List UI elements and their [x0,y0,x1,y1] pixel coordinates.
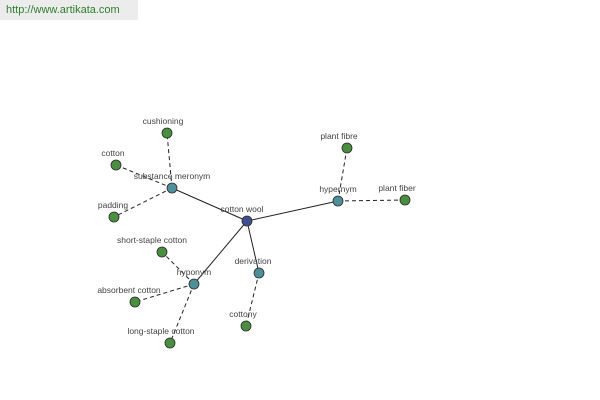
edge-hypernym-to-plant-fiber [337,199,406,202]
node-cotton-wool[interactable] [241,215,253,227]
edge-cotton-wool-to-hyponym [193,220,248,285]
node-label-padding[interactable]: padding [98,200,129,210]
edge-substance-meronym-to-cotton [115,164,173,189]
node-label-cotton-wool[interactable]: cotton wool [221,204,264,214]
node-label-absorbent-cotton[interactable]: absorbent cotton [97,285,161,295]
node-substance-meronym[interactable] [166,182,178,194]
edge-hyponym-to-long-staple-cotton [169,283,195,344]
node-label-cushioning[interactable]: cushioning [143,116,184,126]
node-label-hyponym[interactable]: hyponym [177,267,212,277]
node-label-long-staple-cotton[interactable]: long-staple cotton [127,326,194,336]
edge-cotton-wool-to-derivation [246,220,260,274]
node-cushioning[interactable] [161,127,173,139]
edge-substance-meronym-to-padding [113,187,173,218]
node-absorbent-cotton[interactable] [129,296,141,308]
edge-derivation-to-cottony [245,272,260,327]
node-label-hypernym[interactable]: hypernym [319,184,356,194]
node-label-plant-fiber[interactable]: plant fiber [378,183,415,193]
node-long-staple-cotton[interactable] [164,337,176,349]
node-label-cotton[interactable]: cotton [101,148,124,158]
node-label-short-staple-cotton[interactable]: short-staple cotton [117,235,187,245]
node-cotton[interactable] [110,159,122,171]
node-derivation[interactable] [253,267,265,279]
labels-layer: cotton wool substance meronym hypernym hypo… [97,116,415,336]
node-hypernym[interactable] [332,195,344,207]
node-plant-fibre[interactable] [341,142,353,154]
edge-substance-meronym-to-cushioning [166,132,173,189]
node-label-derivation[interactable]: derivation [235,256,272,266]
edge-hypernym-to-plant-fibre [337,147,348,202]
edge-hyponym-to-absorbent-cotton [134,283,195,303]
nodes-layer [108,127,411,349]
node-plant-fiber[interactable] [399,194,411,206]
edge-cotton-wool-to-hypernym [246,200,339,222]
node-hyponym[interactable] [188,278,200,290]
watermark-url[interactable]: http://www.artikata.com [6,4,120,16]
node-label-plant-fibre[interactable]: plant fibre [320,131,358,141]
edges-layer [113,132,406,344]
node-label-substance-meronym[interactable]: substance meronym [134,171,211,181]
watermark-banner: http://www.artikata.com [0,0,138,20]
edge-hyponym-to-short-staple-cotton [161,251,195,285]
node-cottony[interactable] [240,320,252,332]
edge-cotton-wool-to-substance-meronym [171,187,248,222]
node-label-cottony[interactable]: cottony [229,309,257,319]
node-padding[interactable] [108,211,120,223]
node-short-staple-cotton[interactable] [156,246,168,258]
